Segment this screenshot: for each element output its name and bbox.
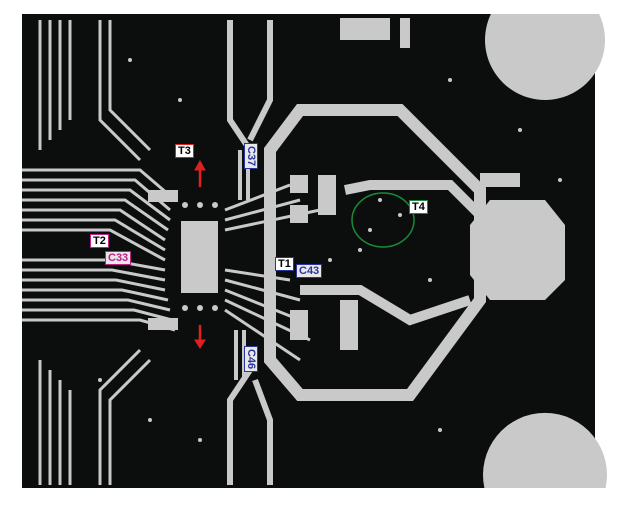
label-c37: C37 xyxy=(244,143,258,170)
label-t2: T2 xyxy=(90,234,109,248)
mounting-pad-bottom xyxy=(483,412,607,488)
label-c46: C46 xyxy=(244,346,258,373)
label-c33: C33 xyxy=(105,251,132,265)
arrow-up-icon xyxy=(194,159,206,187)
vias xyxy=(98,58,562,442)
traces xyxy=(22,20,486,485)
t4-highlight-ellipse xyxy=(351,192,415,248)
arrow-down-icon xyxy=(194,325,206,349)
label-c43: C43 xyxy=(296,264,323,278)
label-t4: T4 xyxy=(409,200,428,214)
ic-center-pad xyxy=(181,221,218,293)
copper-pours xyxy=(148,14,607,488)
label-t3: T3 xyxy=(175,144,194,158)
rf-hexagon-right xyxy=(470,200,565,300)
label-t1: T1 xyxy=(275,257,294,271)
mounting-pad-top xyxy=(484,14,606,100)
